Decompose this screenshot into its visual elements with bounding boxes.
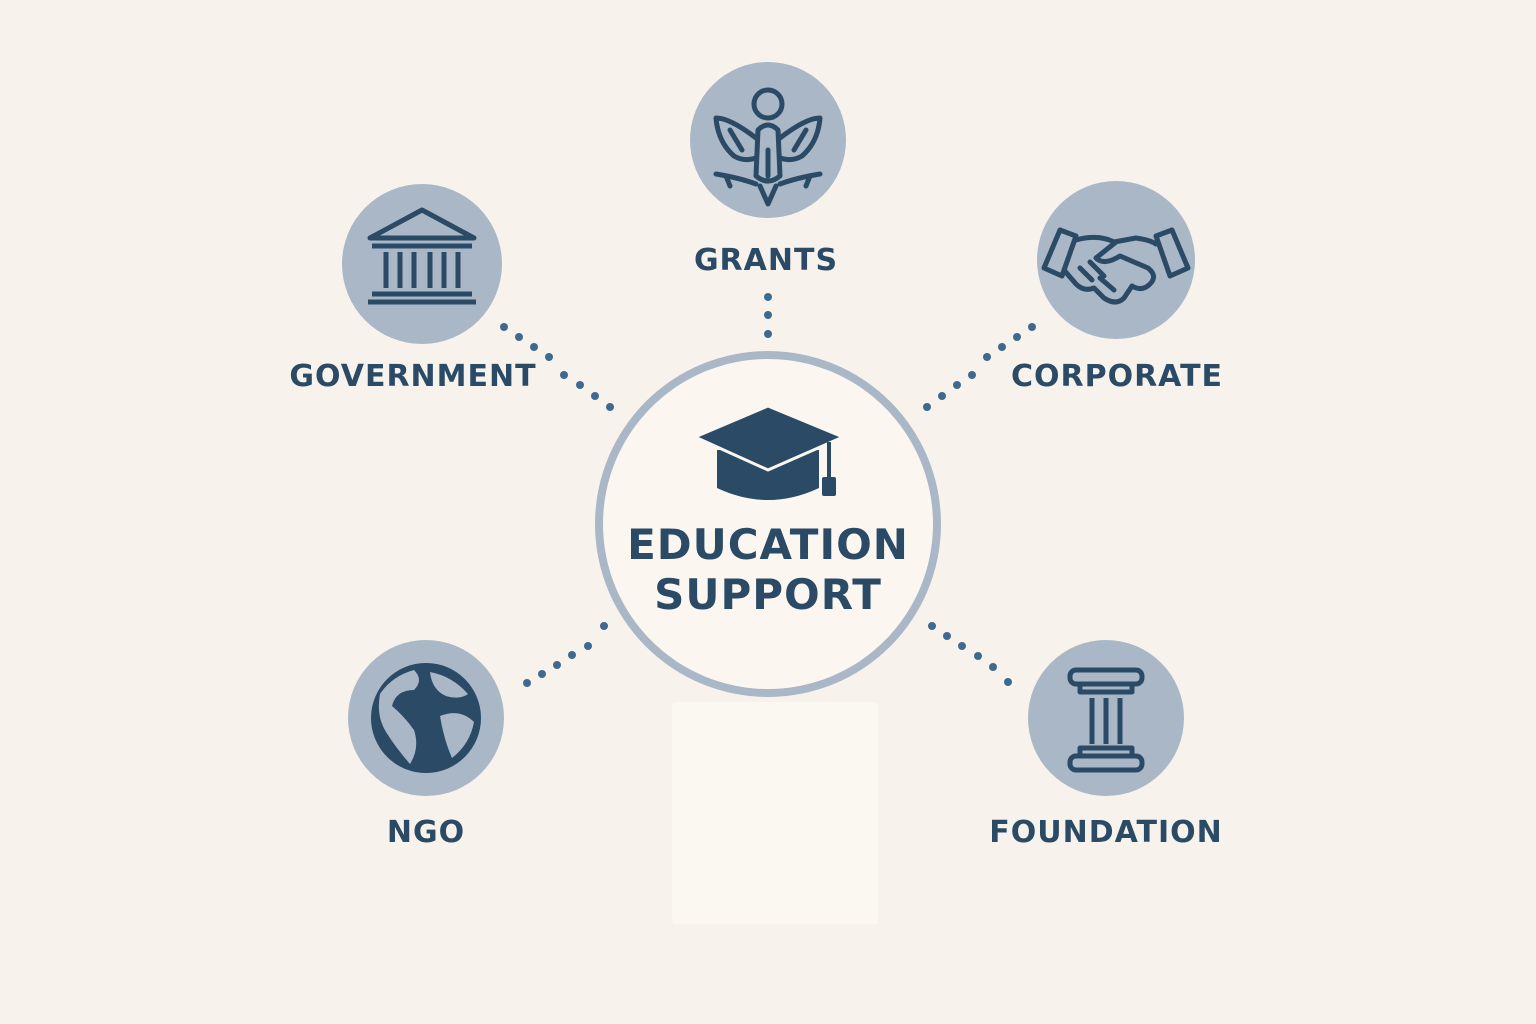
government-building-icon [367, 207, 477, 305]
foundation-label: FOUNDATION [989, 815, 1223, 850]
connectors [500, 293, 1036, 687]
ngo-label: NGO [386, 815, 466, 850]
connector-government [500, 323, 614, 411]
graduation-cap-icon [691, 404, 847, 500]
handshake-icon [1041, 227, 1191, 305]
globe-icon [371, 663, 481, 773]
center-title-line2: SUPPORT [654, 570, 882, 619]
eagle-emblem-icon [713, 87, 823, 207]
connector-foundation [928, 622, 1012, 686]
blank-panel [672, 702, 878, 924]
corporate-label: CORPORATE [1010, 359, 1224, 394]
connector-corporate [923, 323, 1036, 411]
grants-node [690, 62, 846, 218]
corporate-node [1037, 181, 1195, 339]
center-node [595, 351, 941, 697]
government-node [342, 184, 502, 344]
center-title-line1: EDUCATION [627, 520, 909, 569]
government-label: GOVERNMENT [289, 359, 537, 394]
connector-ngo [523, 622, 608, 687]
pillar-icon [1067, 667, 1145, 773]
ngo-node [348, 640, 504, 796]
foundation-node [1028, 640, 1184, 796]
connector-grants [764, 293, 772, 338]
grants-label: GRANTS [693, 243, 839, 278]
